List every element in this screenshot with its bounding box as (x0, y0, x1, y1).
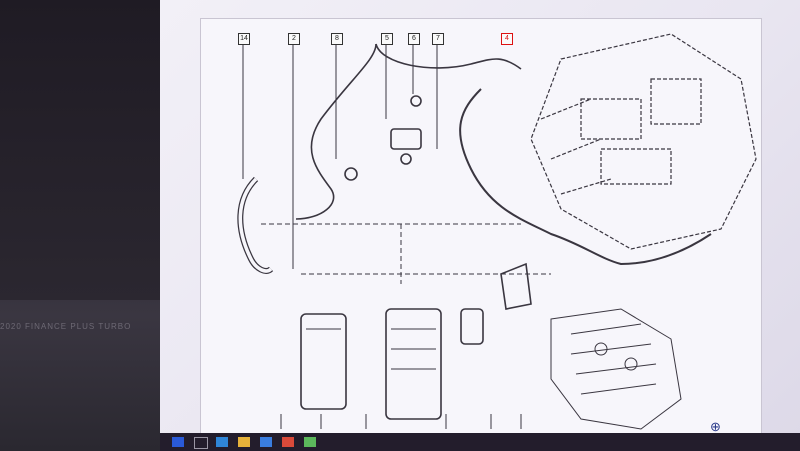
hose-long-right (459, 88, 712, 266)
callout-5: 5 (381, 33, 393, 45)
callout-2: 2 (288, 33, 300, 45)
background-window (0, 0, 177, 300)
hose-top-right (375, 43, 522, 70)
bracket (390, 128, 422, 150)
app-icon-3[interactable] (304, 437, 316, 447)
engine-lower-right (550, 308, 682, 430)
callout-7: 7 (432, 33, 444, 45)
clamp-2 (344, 167, 358, 181)
valve-small (460, 308, 484, 345)
callout-4: 4 (501, 33, 513, 45)
app-icon[interactable] (260, 437, 272, 447)
faint-overlay-text: 2020 FINANCE PLUS TURBO (0, 322, 132, 331)
callout-6: 6 (408, 33, 420, 45)
start-icon[interactable] (172, 437, 184, 447)
callout-8: 8 (331, 33, 343, 45)
folder-icon[interactable] (238, 437, 250, 447)
zoom-icon[interactable]: ⊕ (710, 419, 721, 434)
engine-block-dashed (530, 33, 757, 250)
bolt-top (410, 95, 422, 107)
callout-14: 14 (238, 33, 250, 45)
hose-left-inner (238, 177, 273, 273)
hose-upper (295, 43, 377, 220)
task-view-icon[interactable] (194, 437, 208, 449)
bracket-right (500, 262, 532, 310)
canister-left (300, 313, 347, 410)
parts-diagram: 14 2 8 5 6 7 4 (200, 18, 762, 435)
canister-center (385, 308, 442, 420)
taskbar (160, 433, 800, 451)
diagram-drawing (237, 33, 757, 430)
browser-icon[interactable] (216, 437, 228, 447)
app-icon-2[interactable] (282, 437, 294, 447)
clamp-1 (400, 153, 412, 165)
